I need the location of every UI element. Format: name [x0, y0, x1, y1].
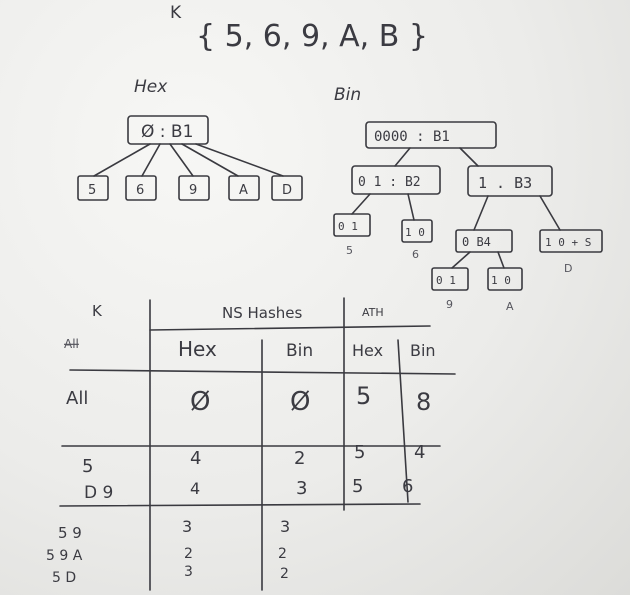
- bin-edges-level3: [451, 251, 505, 269]
- row-bin: 2: [294, 448, 305, 469]
- row-ath-hex: 5: [352, 476, 363, 497]
- bin-annotation: D: [564, 262, 572, 275]
- hex-leaf-node: [271, 175, 303, 201]
- extra-row-k: 5 9: [58, 524, 82, 542]
- set-definition: K { 5, 6, 9, A, B }: [170, 3, 428, 54]
- header-hex: Hex: [178, 337, 217, 361]
- bin-node-b4: [455, 229, 513, 253]
- hex-leaf-node: [125, 175, 157, 201]
- header-ns-hashes: NS Hashes: [222, 304, 303, 322]
- bin-node: [487, 267, 523, 291]
- row-k: D 9: [84, 483, 113, 503]
- bin-annotation: A: [506, 300, 514, 313]
- row-bin: Ø: [290, 387, 310, 417]
- hex-tree-edges: [93, 143, 284, 177]
- bin-node: [333, 213, 371, 237]
- row-k: All: [66, 388, 88, 409]
- bin-node: [401, 219, 433, 243]
- hex-tree-title: Hex: [134, 77, 168, 97]
- bin-node-b4-label: 0 B4: [462, 235, 491, 249]
- row-hex: 4: [190, 479, 200, 498]
- extra-row-hex: 3: [184, 564, 193, 580]
- row-k: 5: [82, 456, 93, 477]
- row-hex: Ø: [190, 387, 210, 417]
- extra-row-k: 5 9 A: [46, 548, 83, 564]
- hex-leaf-node: [228, 175, 260, 201]
- hex-leaf-node: [178, 175, 210, 201]
- header-ath-bin: Bin: [410, 341, 436, 360]
- hash-table: K All NS Hashes ATH Hex Bin Hex Bin All …: [46, 297, 456, 591]
- hex-leaf-label: D: [282, 183, 292, 198]
- header-ath-hex: Hex: [352, 341, 383, 360]
- bin-tree: Bin 0000 : B1 0 1 : B2 1 . B3 0 1 1 0 0 …: [333, 85, 603, 313]
- hex-leaf-node: [77, 175, 109, 201]
- bin-edges-level2: [351, 193, 561, 231]
- hex-root-label: Ø : B1: [141, 122, 193, 142]
- table-header-bottom-rule: [69, 369, 456, 375]
- bin-annotation: 5: [346, 244, 353, 257]
- bin-node-b3-label: 1 . B3: [478, 174, 532, 192]
- bin-edges-level1: [394, 147, 479, 167]
- table-divider-ath-cols: [397, 339, 409, 503]
- extra-row-hex: 3: [182, 517, 192, 536]
- row-ath-hex: 5: [354, 442, 365, 463]
- bin-root-node: [365, 121, 497, 149]
- bin-annotation: 6: [412, 248, 419, 261]
- row-ath-bin: 8: [416, 388, 431, 416]
- extra-row-bin: 2: [278, 546, 287, 562]
- row-bin: 3: [296, 478, 307, 499]
- hex-leaf-label: 9: [189, 183, 197, 198]
- header-k: K: [92, 302, 103, 320]
- row-ath-bin: 4: [414, 442, 425, 463]
- bin-node-label: 1 0: [491, 274, 511, 287]
- bin-tree-title: Bin: [334, 85, 361, 105]
- bin-node-label: 1 0: [405, 226, 425, 239]
- set-label: K: [170, 3, 182, 23]
- bin-node-b2: [351, 165, 441, 195]
- extra-row-hex: 2: [184, 546, 193, 562]
- header-k-sub: All: [64, 337, 79, 351]
- bin-root-label: 0000 : B1: [374, 129, 450, 145]
- hex-leaf-label: A: [239, 183, 248, 198]
- bin-node-b3: [467, 165, 553, 197]
- bin-node: [431, 267, 469, 291]
- header-ath: ATH: [362, 306, 384, 319]
- row-hex: 4: [190, 448, 201, 469]
- table-header-rule: [149, 325, 431, 331]
- hex-leaf-label: 5: [88, 183, 96, 198]
- hex-root-node: [127, 115, 209, 145]
- bin-node-label: 1 0 + S: [545, 236, 591, 249]
- row-ath-bin: 6: [402, 476, 413, 497]
- bin-node-b2-label: 0 1 : B2: [358, 175, 421, 190]
- header-bin: Bin: [286, 341, 313, 361]
- hex-leaf-label: 6: [136, 183, 144, 198]
- extra-row-bin: 3: [280, 517, 290, 536]
- extra-row-k: 5 D: [52, 570, 76, 586]
- bin-node-label: 0 1: [436, 274, 456, 287]
- bin-node: [539, 229, 603, 253]
- set-values: { 5, 6, 9, A, B }: [196, 19, 428, 54]
- bin-node-label: 0 1: [338, 220, 358, 233]
- hex-tree: Hex Ø : B1 5 6 9 A D: [77, 77, 303, 201]
- extra-row-bin: 2: [280, 566, 289, 582]
- table-bottom-rule: [59, 503, 421, 507]
- bin-annotation: 9: [446, 298, 453, 311]
- row-ath-hex: 5: [356, 382, 371, 410]
